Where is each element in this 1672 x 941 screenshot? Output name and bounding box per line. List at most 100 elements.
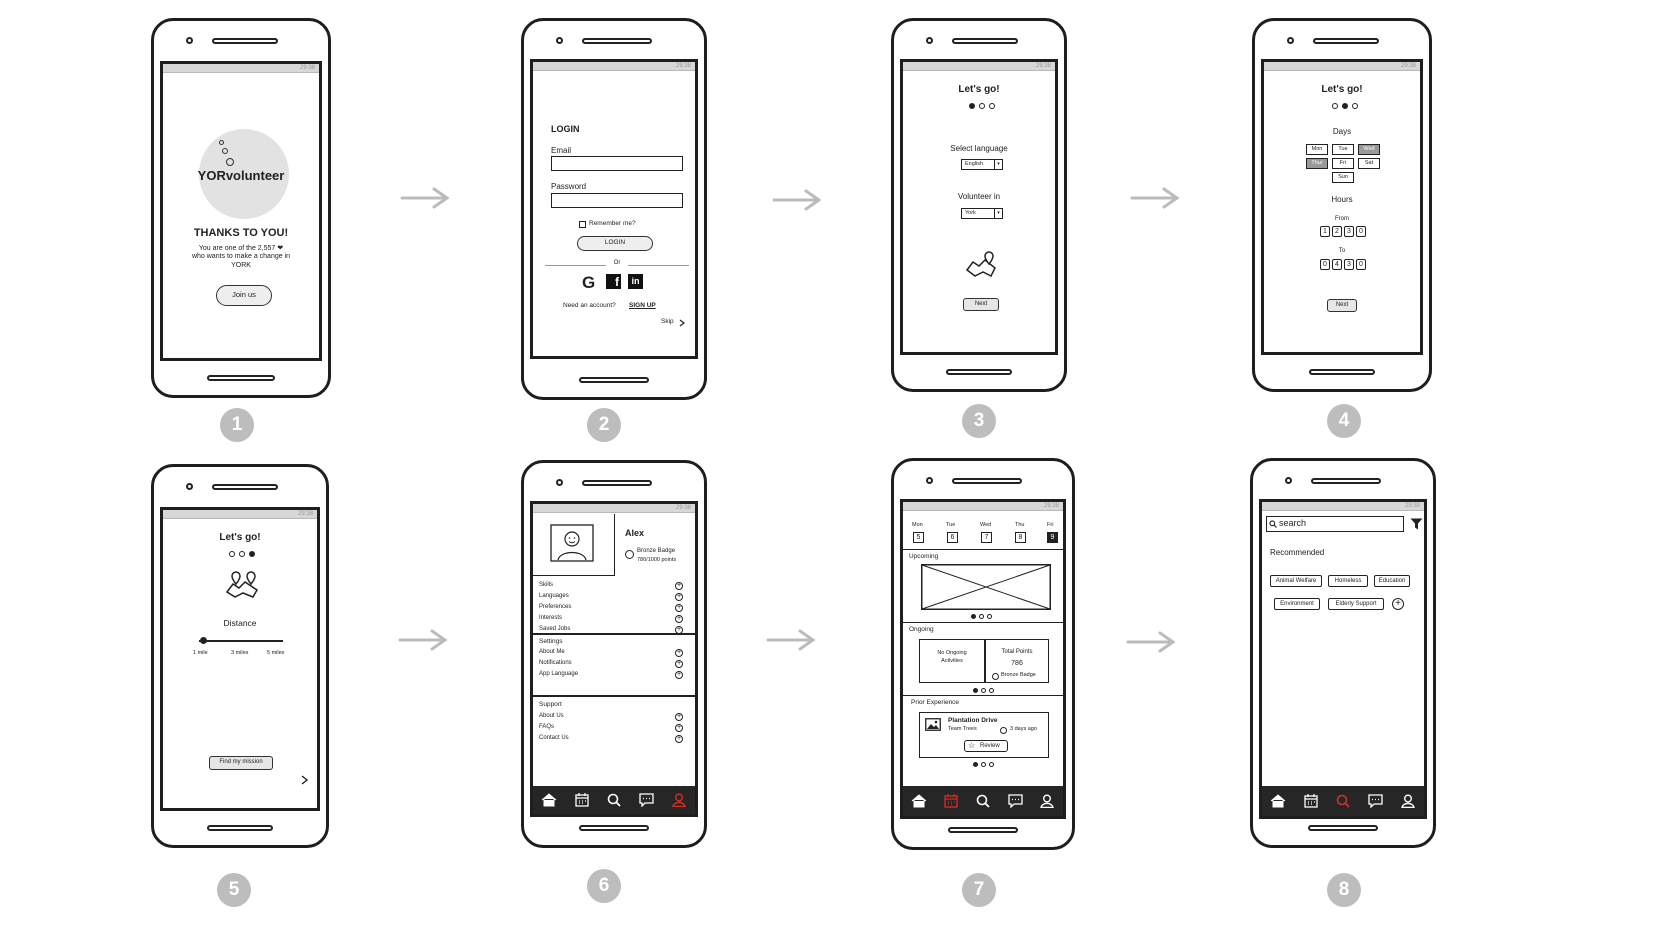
chat-icon[interactable] xyxy=(1366,792,1384,810)
step-number-1: 1 xyxy=(220,408,254,442)
step-number-4: 4 xyxy=(1327,404,1361,438)
profile-menu-item[interactable]: App Language+ xyxy=(539,671,689,681)
welcome-line-1: You are one of the 2,557 ❤ xyxy=(198,245,284,252)
to-digit-4[interactable]: 0 xyxy=(1356,259,1366,270)
distance-slider-handle[interactable] xyxy=(199,637,207,644)
join-us-button[interactable]: Join us xyxy=(216,285,272,306)
from-digit-1[interactable]: 1 xyxy=(1320,226,1330,237)
day-tue[interactable]: Tue xyxy=(1332,144,1354,155)
phone-profile: 29:38 Alex Bronze Badge 780/1000 points … xyxy=(521,460,707,848)
to-digit-3[interactable]: 3 xyxy=(1344,259,1354,270)
screen-language: 29:38 Let's go! Select language English … xyxy=(900,59,1058,355)
date-7[interactable]: 7 xyxy=(981,532,992,543)
to-digit-1[interactable]: 0 xyxy=(1320,259,1330,270)
prior-experience-card[interactable]: Plantation Drive Team Trees 3 days ago ☆… xyxy=(919,712,1049,758)
location-select[interactable]: York ▾ xyxy=(961,208,1003,219)
remember-checkbox[interactable] xyxy=(579,221,586,228)
login-button[interactable]: LOGIN xyxy=(577,236,653,251)
tick-5-miles: 5 miles xyxy=(267,650,285,656)
next-button[interactable]: Next xyxy=(1327,299,1357,312)
step-number-2: 2 xyxy=(587,408,621,442)
profile-icon[interactable] xyxy=(1399,792,1417,810)
profile-menu-item[interactable]: Skills+ xyxy=(539,582,689,592)
review-button[interactable]: ☆ Review xyxy=(964,740,1008,752)
app-logo-text: YORvolunteer xyxy=(197,168,285,183)
day-thur[interactable]: Thur xyxy=(1306,158,1328,169)
next-button[interactable]: Next xyxy=(963,298,999,311)
language-select[interactable]: English ▾ xyxy=(961,159,1003,170)
location-select-value: York xyxy=(965,210,976,216)
profile-menu-item[interactable]: Languages+ xyxy=(539,593,689,603)
from-digit-4[interactable]: 0 xyxy=(1356,226,1366,237)
filter-icon[interactable] xyxy=(1410,518,1423,530)
from-digit-3[interactable]: 3 xyxy=(1344,226,1354,237)
phone-language: 29:38 Let's go! Select language English … xyxy=(891,18,1067,392)
profile-menu-item[interactable]: Preferences+ xyxy=(539,604,689,614)
profile-menu-item[interactable]: FAQs+ xyxy=(539,724,689,734)
facebook-icon[interactable]: f xyxy=(606,274,621,289)
points-label: 780/1000 points xyxy=(637,557,677,563)
password-input[interactable] xyxy=(551,193,683,208)
day-sun[interactable]: Sun xyxy=(1332,172,1354,183)
calendar-icon[interactable] xyxy=(573,791,591,809)
day-fri[interactable]: Fri xyxy=(1332,158,1354,169)
weekday-thu: Thu xyxy=(1015,522,1025,528)
section-divider xyxy=(533,695,695,697)
settings-title: Settings xyxy=(539,638,563,645)
search-icon[interactable] xyxy=(974,792,992,810)
day-sat[interactable]: Sat xyxy=(1358,158,1380,169)
home-icon[interactable] xyxy=(910,792,928,810)
chat-icon[interactable] xyxy=(1006,792,1024,810)
home-icon[interactable] xyxy=(540,791,558,809)
day-mon[interactable]: Mon xyxy=(1306,144,1328,155)
find-mission-button[interactable]: Find my mission xyxy=(209,756,273,770)
date-6[interactable]: 6 xyxy=(947,532,958,543)
search-input[interactable]: search xyxy=(1266,516,1404,532)
to-digit-2[interactable]: 4 xyxy=(1332,259,1342,270)
skip-link[interactable]: Skip xyxy=(661,318,674,325)
google-icon[interactable]: G xyxy=(582,273,596,292)
distance-slider-track[interactable] xyxy=(199,640,283,642)
profile-menu-item[interactable]: About Me + xyxy=(539,649,689,659)
home-icon[interactable] xyxy=(1269,792,1287,810)
chip-elderly-support[interactable]: Elderly Support xyxy=(1328,598,1384,610)
chevron-right-icon[interactable] xyxy=(301,775,308,785)
screen-profile: 29:38 Alex Bronze Badge 780/1000 points … xyxy=(530,501,698,817)
date-8[interactable]: 8 xyxy=(1015,532,1026,543)
date-5[interactable]: 5 xyxy=(913,532,924,543)
add-circle-icon: + xyxy=(675,649,683,657)
profile-menu-item[interactable]: About Us+ xyxy=(539,713,689,723)
calendar-icon[interactable] xyxy=(1302,792,1320,810)
chip-environment[interactable]: Environment xyxy=(1274,598,1320,610)
linkedin-icon[interactable]: in xyxy=(628,274,643,289)
day-wed[interactable]: Wed xyxy=(1358,144,1380,155)
chip-animal-welfare[interactable]: Animal Welfare xyxy=(1270,575,1322,587)
profile-icon[interactable] xyxy=(670,791,688,809)
profile-menu-label: About Me xyxy=(539,649,565,655)
event-time-ago: 3 days ago xyxy=(1010,726,1037,732)
sign-up-link[interactable]: SIGN UP xyxy=(629,302,656,309)
profile-menu-item[interactable]: Saved Jobs+ xyxy=(539,626,689,636)
profile-icon[interactable] xyxy=(1038,792,1056,810)
profile-menu-item[interactable]: Interests+ xyxy=(539,615,689,625)
add-interest-icon[interactable]: + xyxy=(1392,598,1404,610)
chip-homeless[interactable]: Homeless xyxy=(1328,575,1368,587)
profile-menu-item[interactable]: Notifications+ xyxy=(539,660,689,670)
from-digit-2[interactable]: 2 xyxy=(1332,226,1342,237)
lets-go-title: Let's go! xyxy=(1321,84,1363,95)
add-circle-icon: + xyxy=(675,582,683,590)
phone-availability: 29:38 Let's go! Days Mon Tue Wed Thur Fr… xyxy=(1252,18,1432,392)
progress-dots xyxy=(1332,103,1358,109)
search-icon[interactable] xyxy=(1334,792,1352,810)
ongoing-label: Ongoing xyxy=(909,626,934,633)
chevron-right-icon[interactable] xyxy=(679,319,685,327)
date-9[interactable]: 9 xyxy=(1047,532,1058,543)
chat-icon[interactable] xyxy=(637,791,655,809)
email-input[interactable] xyxy=(551,156,683,171)
chip-education[interactable]: Education xyxy=(1374,575,1410,587)
weekday-tue: Tue xyxy=(946,522,956,528)
image-placeholder[interactable] xyxy=(921,564,1051,610)
search-icon[interactable] xyxy=(605,791,623,809)
profile-menu-item[interactable]: Contact Us+ xyxy=(539,735,689,745)
calendar-icon[interactable] xyxy=(942,792,960,810)
